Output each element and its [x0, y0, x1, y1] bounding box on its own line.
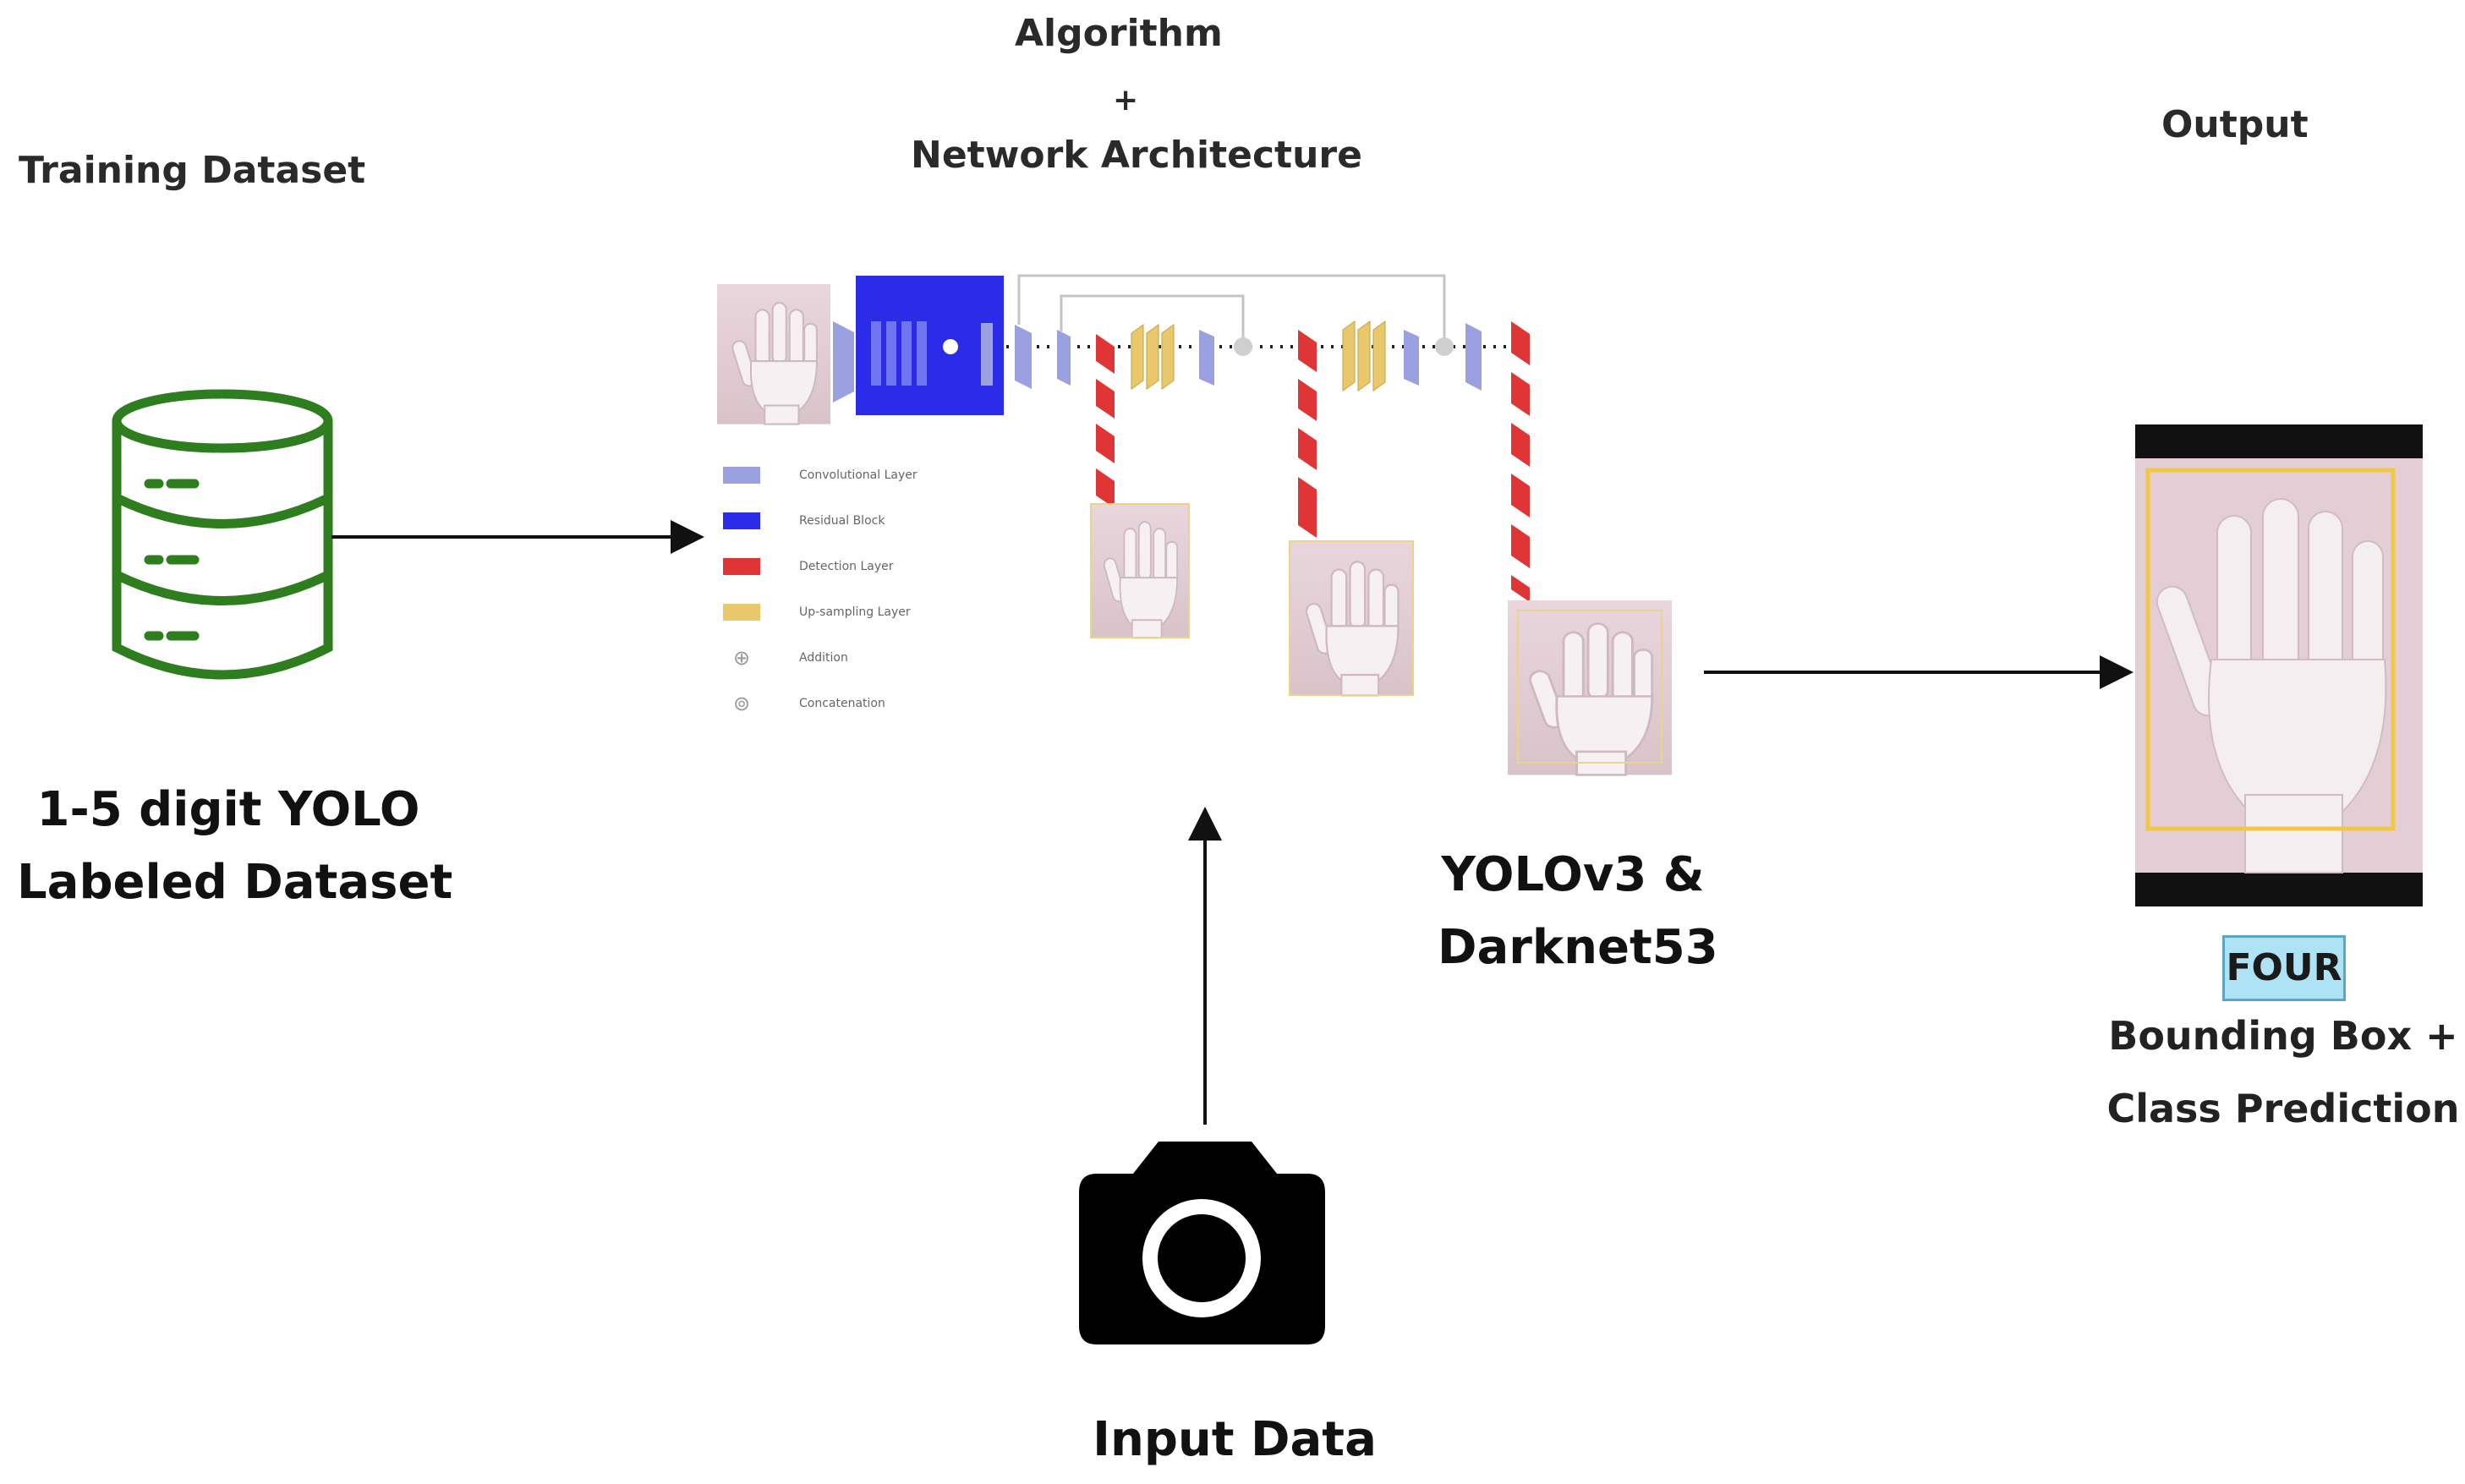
output-header: Output [2161, 103, 2309, 146]
input-data-label: Input Data [1093, 1412, 1377, 1467]
legend-label: Addition [799, 651, 848, 665]
legend-label: Residual Block [799, 514, 885, 528]
legend-swatch-detection [723, 558, 760, 575]
output-image-panel [2135, 424, 2423, 906]
legend: Convolutional Layer Residual Block Detec… [723, 452, 994, 726]
detection-output-small [1090, 503, 1190, 639]
output-caption-line2: Class Prediction [2106, 1086, 2460, 1131]
legend-item-concatenation: ⊚ Concatenation [723, 681, 994, 726]
plus-sign: + [1113, 83, 1139, 118]
detection-layers [1096, 321, 1530, 602]
network-architecture [715, 274, 1673, 776]
dataset-label: 1-5 digit YOLO Labeled Dataset [17, 774, 453, 919]
legend-label: Up-sampling Layer [799, 605, 911, 619]
addition-icon: ⊕ [732, 646, 751, 670]
legend-item-residual: Residual Block [723, 498, 994, 544]
dataset-label-line2: Labeled Dataset [17, 855, 453, 910]
model-label-line1: YOLOv3 & [1441, 847, 1705, 902]
legend-item-addition: ⊕ Addition [723, 635, 994, 681]
camera-icon [1079, 1142, 1325, 1344]
database-icon [112, 389, 333, 680]
legend-item-detection: Detection Layer [723, 544, 994, 589]
algorithm-header: Algorithm [1015, 12, 1223, 55]
class-badge: FOUR [2222, 935, 2346, 1001]
training-dataset-header: Training Dataset [19, 149, 366, 192]
legend-label: Detection Layer [799, 560, 894, 573]
legend-label: Convolutional Layer [799, 468, 918, 482]
dataset-label-line1: 1-5 digit YOLO [36, 782, 420, 837]
legend-item-conv: Convolutional Layer [723, 452, 994, 498]
output-caption-line1: Bounding Box + [2108, 1013, 2458, 1059]
legend-swatch-upsample [723, 604, 760, 621]
network-architecture-header: Network Architecture [911, 134, 1362, 177]
concatenation-icon: ⊚ [732, 692, 751, 715]
legend-label: Concatenation [799, 697, 885, 710]
legend-swatch-residual [723, 512, 760, 529]
model-label-line2: Darknet53 [1438, 920, 1718, 975]
detection-output-large [1506, 599, 1673, 776]
model-label: YOLOv3 & Darknet53 [1438, 839, 1718, 984]
detection-output-medium [1288, 539, 1415, 697]
input-hand-image [715, 282, 832, 425]
legend-item-upsample: Up-sampling Layer [723, 589, 994, 635]
legend-swatch-conv [723, 467, 760, 484]
